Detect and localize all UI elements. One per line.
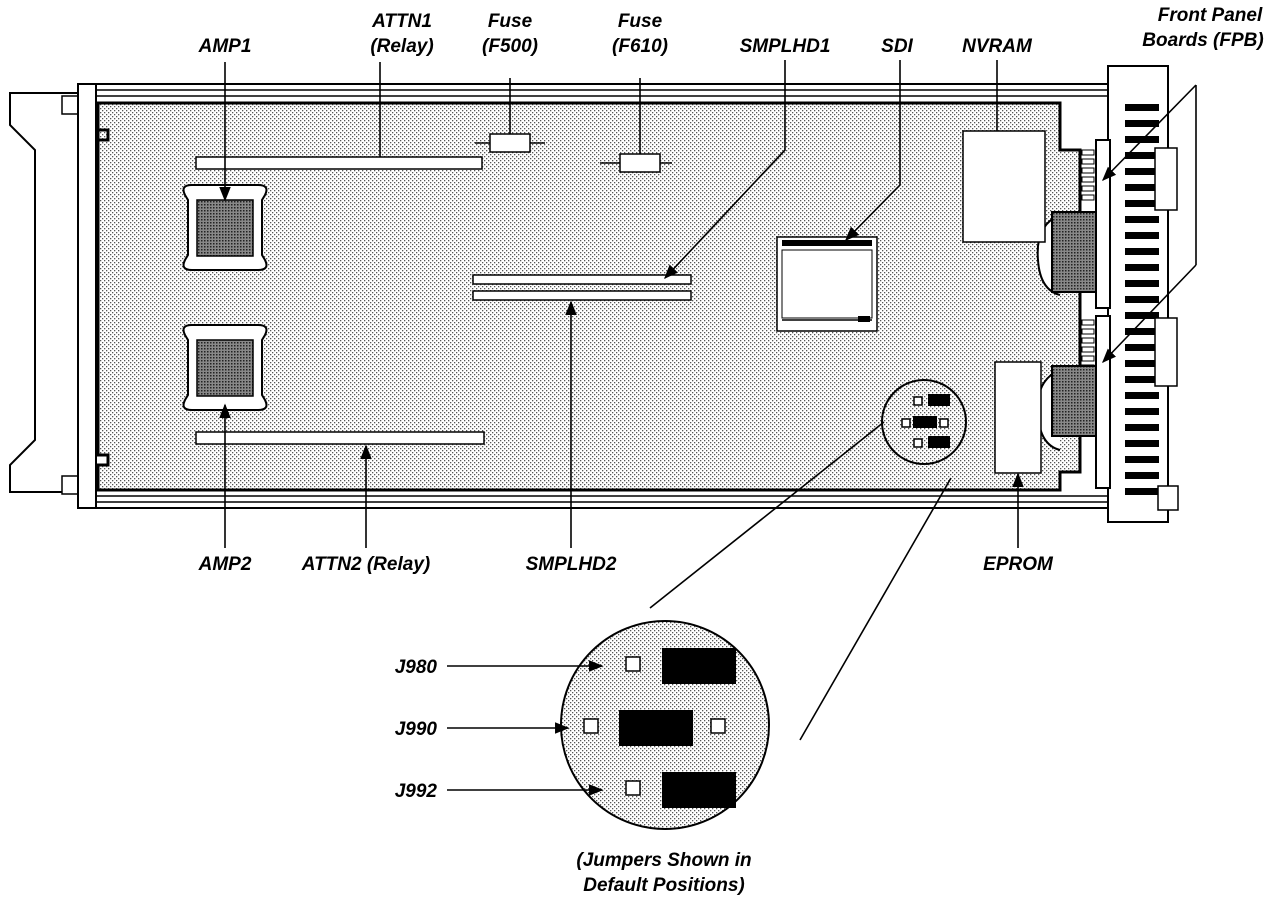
connector-tooth [1125,216,1159,223]
ribbon-cable-lower [1036,365,1097,451]
connector-tooth [1125,280,1159,287]
connector-tooth [1125,120,1159,127]
header-pin [1081,158,1095,165]
connector-tooth [1125,424,1159,431]
connector-tooth [1125,328,1159,335]
connector-tooth [1125,456,1159,463]
smplhd2-label: SMPLHD2 [526,554,617,575]
caption-line1: (Jumpers Shown in [576,850,751,871]
amp2-label: AMP2 [198,554,252,575]
connector-tooth [1125,248,1159,255]
smplhd2-strip [472,290,692,301]
attn1-label-line1: ATTN1 [371,11,432,32]
connector-tooth [1125,264,1159,271]
connector-tooth [1125,296,1159,303]
j992-label: J992 [395,781,438,802]
header-pin [1081,355,1095,362]
header-pin [1081,319,1095,326]
amp1-chip [182,184,268,271]
attn2-label: ATTN2 (Relay) [301,554,430,575]
caption-line2: Default Positions) [583,875,745,896]
j980-pin [625,656,641,672]
smplhd1-strip [472,274,692,285]
connector-tooth [1125,376,1159,383]
j990-pin-left [583,718,599,734]
nvram-label: NVRAM [962,36,1033,57]
connector-tooth [1125,184,1159,191]
connector-tooth [1125,488,1159,495]
smplhd1-label: SMPLHD1 [740,36,831,57]
header-pin [1081,346,1095,353]
connector-tooth [1125,440,1159,447]
connector-tooth [1125,392,1159,399]
j990-label: J990 [395,719,438,740]
connector-tooth [1125,168,1159,175]
fuse-f500-label-line1: Fuse [488,11,533,32]
connector-tooth [1125,408,1159,415]
header-pin [1081,194,1095,201]
fpb-label-line2: Boards (FPB) [1142,30,1263,51]
leader-lines [219,60,1197,796]
connector-tooth [1125,344,1159,351]
fuse-f610-label-line2: (F610) [612,36,668,57]
header-pin [1081,176,1095,183]
header-pin [1081,337,1095,344]
fuse-f500-label-line2: (F500) [482,36,538,57]
eprom-label: EPROM [983,554,1054,575]
amp2-chip [182,324,268,411]
fpb-label-line1: Front Panel [1158,5,1263,26]
sdi-module [776,236,878,332]
j980-label: J980 [395,657,438,678]
attn1-label-line2: (Relay) [370,36,433,57]
connector-tooth [1125,360,1159,367]
attn1-relay [195,156,483,170]
jumper-area-small [881,379,967,465]
header-pin [1081,149,1095,156]
connector-tooth [1125,312,1159,319]
header-pin [1081,167,1095,174]
jumper-magnified-view [560,620,770,830]
header-pin [1081,185,1095,192]
j992-pin [625,780,641,796]
connector-tooth [1125,232,1159,239]
ribbon-cable-upper [1036,211,1097,296]
j980-jumper [662,648,736,684]
sdi-label: SDI [881,36,913,57]
rear-handle [9,92,80,495]
j990-jumper [619,710,693,746]
j990-pin-right [710,718,726,734]
header-pin [1081,328,1095,335]
amp1-label: AMP1 [198,36,252,57]
eprom-chip [994,361,1042,474]
fuse-f610-label-line1: Fuse [618,11,663,32]
connector-tooth [1125,200,1159,207]
connector-tooth [1125,104,1159,111]
connector-tooth [1125,152,1159,159]
connector-tooth [1125,472,1159,479]
j992-jumper [662,772,736,808]
attn2-relay [195,431,485,445]
nvram-chip [962,130,1046,243]
